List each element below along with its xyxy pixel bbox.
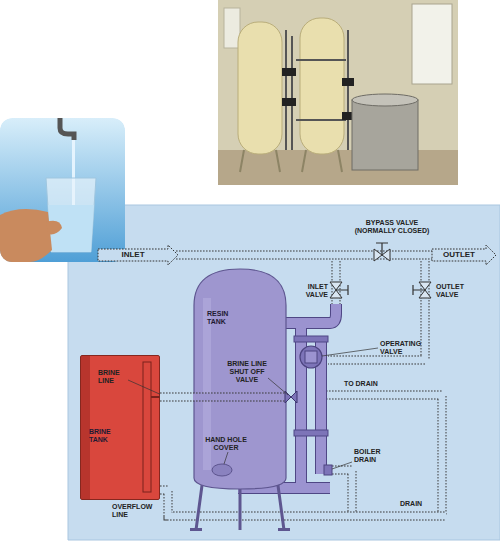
flow-arrow <box>432 245 496 265</box>
leader-line <box>332 462 352 469</box>
pipe <box>284 304 336 323</box>
brine-tank: BRINE TANK <box>80 355 160 500</box>
valve-label: BYPASS VALVE (NORMALLY CLOSED) <box>351 219 433 235</box>
part-label: HAND HOLE COVER <box>203 436 249 452</box>
pipe <box>284 304 336 323</box>
glass-photo <box>0 118 125 262</box>
brine-pipe <box>193 394 286 401</box>
diagram-panel <box>68 205 500 540</box>
bypass-valve <box>374 249 390 261</box>
photo-pipes <box>286 30 348 150</box>
brine-shutoff-valve <box>285 391 297 403</box>
pipe-flange <box>294 336 328 342</box>
line-label: BRINE LINE <box>98 369 128 385</box>
photo-tank-legs <box>240 150 342 172</box>
inlet-valve <box>330 282 342 298</box>
photo-valve <box>282 68 296 76</box>
photo-steel-tank <box>352 100 418 170</box>
photo-valve <box>342 78 354 86</box>
photo-background <box>0 118 125 262</box>
pipe <box>295 318 307 490</box>
photo-tank <box>238 22 282 154</box>
line-label: OVERFLOW LINE <box>112 503 156 519</box>
flow-label: INLET <box>105 250 161 259</box>
flow-label: OUTLET <box>434 250 484 259</box>
outlet-valve <box>419 282 431 298</box>
valve-label: BOILER DRAIN <box>354 448 388 464</box>
photo-glass <box>46 178 96 252</box>
piping <box>160 255 446 516</box>
leader-line <box>322 348 378 356</box>
line-label: TO DRAIN <box>344 380 394 388</box>
brine-well-outlet <box>151 396 160 398</box>
photo-floor <box>218 150 458 185</box>
valve-label: INLET VALVE <box>298 283 328 299</box>
line-label: DRAIN <box>400 500 440 508</box>
operating-valve-body <box>305 351 317 363</box>
valve-label: BRINE LINE SHUT OFF VALVE <box>222 360 272 384</box>
pipe <box>326 395 442 516</box>
photo-tank <box>300 18 344 154</box>
photo-wall <box>218 0 458 185</box>
hand-hole-cover <box>212 464 232 476</box>
photo-thumb <box>46 221 62 235</box>
boiler-drain-valve <box>324 465 332 475</box>
pipe <box>326 395 442 516</box>
brine-line <box>160 393 193 402</box>
tank-body <box>194 269 286 489</box>
flow-arrow <box>98 245 178 265</box>
connector-group <box>160 397 193 398</box>
operating-valve <box>300 346 322 368</box>
valve-label: OPERATING VALVE <box>380 340 428 356</box>
tank-foot <box>190 528 202 531</box>
photo-valve <box>282 98 296 106</box>
pipe <box>176 252 432 259</box>
photo-tap <box>60 118 74 140</box>
node-title: BRINE TANK <box>89 428 121 444</box>
pipe-flange <box>294 430 328 436</box>
valve-label: OUTLET VALVE <box>436 283 472 299</box>
brine-pipe <box>193 393 286 402</box>
photo-steel-tank-top <box>352 94 418 106</box>
photo-window <box>412 4 452 84</box>
tank-photo <box>218 0 458 185</box>
node-title: RESIN TANK <box>207 310 239 326</box>
pipe <box>176 251 432 260</box>
photo-hand <box>0 209 52 262</box>
tank-foot <box>278 528 290 531</box>
connector-inner <box>160 394 193 401</box>
